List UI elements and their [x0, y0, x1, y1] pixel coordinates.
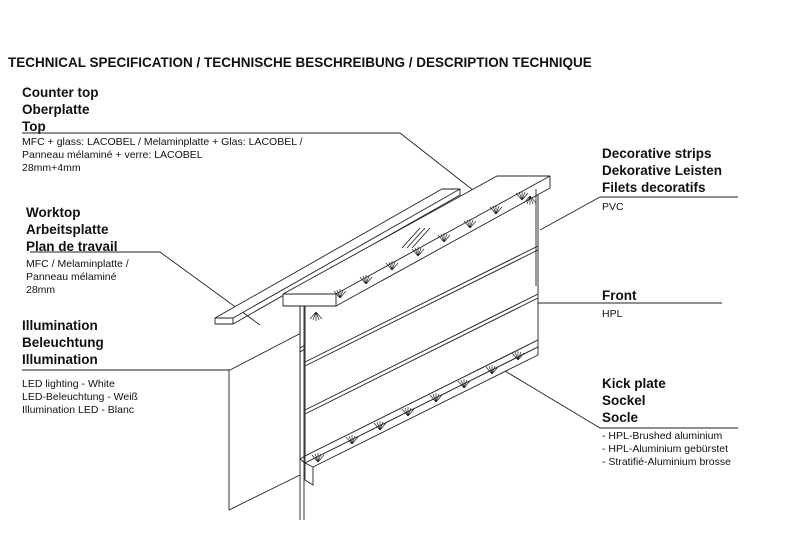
decorative-strips-material: PVC	[602, 201, 624, 213]
decorative-strips-heading-en: Decorative strips	[602, 146, 712, 161]
kick-plate-heading-en: Kick plate	[602, 376, 666, 391]
led-icon	[385, 261, 399, 271]
led-icon	[345, 435, 359, 445]
led-icon	[411, 247, 425, 257]
illumination-heading-fr: Illumination	[22, 352, 98, 367]
led-icon	[373, 421, 387, 431]
legs	[299, 189, 537, 520]
led-icon	[359, 275, 373, 285]
counter-top-heading-de: Oberplatte	[22, 102, 90, 117]
illumination-detail-de: LED-Beleuchtung - Weiß	[22, 391, 138, 403]
illumination-heading-de: Beleuchtung	[22, 335, 104, 350]
kick-plate-detail-en: - HPL-Brushed aluminium	[602, 430, 723, 442]
kick-plate-heading: Kick plate Sockel Socle	[602, 375, 666, 426]
decorative-strips-heading-de: Dekorative Leisten	[602, 163, 723, 178]
illumination-detail-en: LED lighting - White	[22, 378, 115, 390]
kick-plate-heading-de: Sockel	[602, 393, 646, 408]
worktop-material-fr: Panneau mélaminé	[26, 271, 117, 283]
kick-plate-detail-de: - HPL-Aluminium gebürstet	[602, 443, 729, 455]
illumination-detail-fr: Illumination LED - Blanc	[22, 404, 135, 416]
counter-top-material: MFC + glass: LACOBEL / Melaminplatte + G…	[22, 136, 303, 148]
illumination-heading-en: Illumination	[22, 318, 98, 333]
worktop-heading-de: Arbeitsplatte	[26, 222, 109, 237]
led-icon	[485, 365, 499, 375]
glass-reflection	[401, 227, 431, 249]
decorative-strips-heading: Decorative strips Dekorative Leisten Fil…	[602, 145, 722, 196]
worktop-details: MFC / Melaminplatte / Panneau mélaminé 2…	[26, 258, 129, 297]
led-lights-bottom	[311, 351, 525, 463]
kick-plate	[299, 339, 539, 486]
led-icon	[401, 407, 415, 417]
decorative-strips-heading-fr: Filets decoratifs	[602, 180, 706, 195]
counter-top-details: MFC + glass: LACOBEL / Melaminplatte + G…	[22, 136, 303, 175]
front-heading: Front	[602, 287, 637, 304]
illumination-details: LED lighting - White LED-Beleuchtung - W…	[22, 378, 138, 417]
led-icon	[515, 191, 529, 201]
counter-top-heading-fr: Top	[22, 119, 46, 134]
led-lights-top	[309, 191, 537, 321]
worktop-heading: Worktop Arbeitsplatte Plan de travail	[26, 204, 118, 255]
front-heading-en: Front	[602, 288, 637, 303]
front-details: HPL	[602, 308, 622, 321]
led-icon	[489, 205, 503, 215]
worktop-heading-fr: Plan de travail	[26, 239, 118, 254]
counter-top-material-fr: Panneau mélaminé + verre: LACOBEL	[22, 149, 203, 161]
page-title: TECHNICAL SPECIFICATION / TECHNISCHE BES…	[8, 55, 592, 70]
kick-plate-detail-fr: - Stratifié-Aluminium brosse	[602, 456, 731, 468]
counter-top-heading-en: Counter top	[22, 85, 99, 100]
counter-top-heading: Counter top Oberplatte Top	[22, 84, 99, 135]
worktop-heading-en: Worktop	[26, 205, 81, 220]
led-icon	[333, 289, 347, 299]
led-icon	[309, 311, 323, 321]
decorative-strips-details: PVC	[602, 201, 624, 214]
kick-plate-heading-fr: Socle	[602, 410, 639, 425]
kick-plate-details: - HPL-Brushed aluminium - HPL-Aluminium …	[602, 430, 731, 469]
led-icon	[457, 379, 471, 389]
led-icon	[511, 351, 525, 361]
counter-top-thickness: 28mm+4mm	[22, 162, 81, 174]
worktop-thickness: 28mm	[26, 284, 56, 296]
worktop-slab	[214, 188, 461, 325]
led-icon	[463, 219, 477, 229]
label-rules	[600, 196, 738, 429]
led-icon	[429, 393, 443, 403]
counter-top	[282, 175, 551, 307]
illumination-heading: Illumination Beleuchtung Illumination	[22, 317, 104, 368]
front-material: HPL	[602, 308, 623, 320]
worktop-material: MFC / Melaminplatte /	[26, 258, 129, 270]
led-icon	[437, 233, 451, 243]
led-icon	[523, 195, 537, 205]
led-icon	[311, 453, 325, 463]
